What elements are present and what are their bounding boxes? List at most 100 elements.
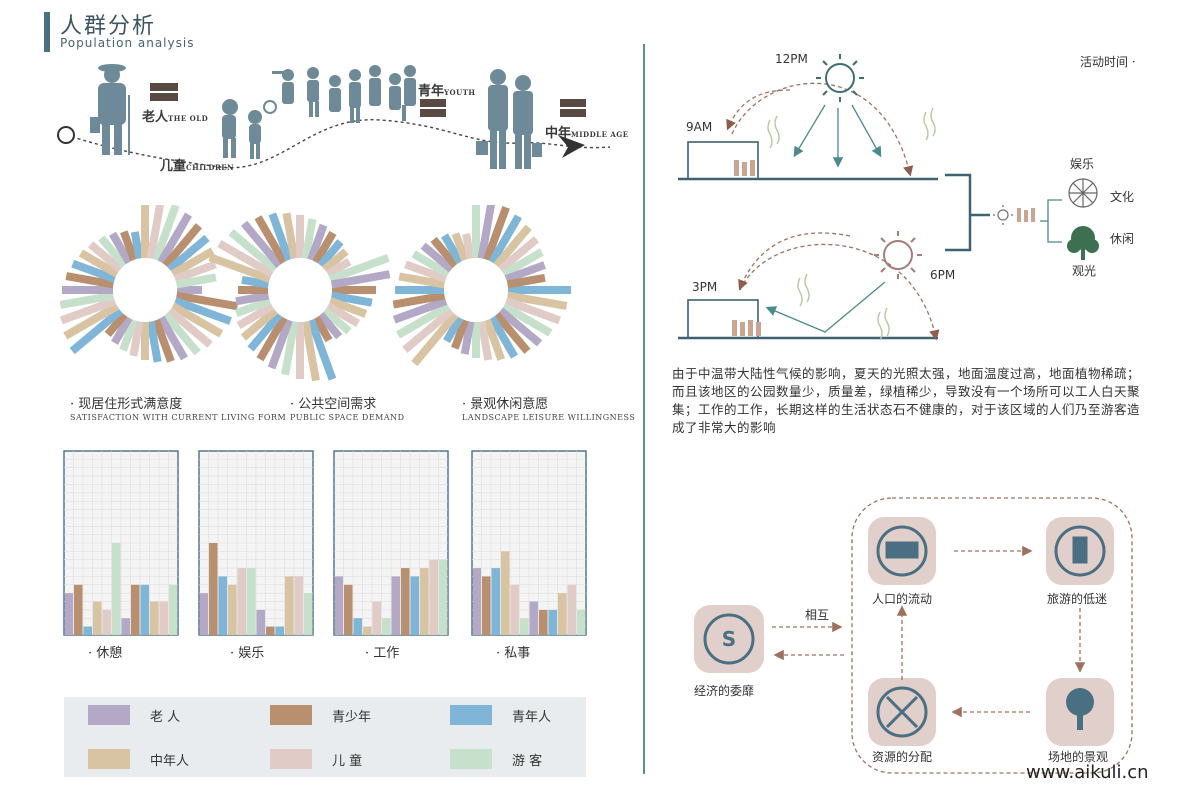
bar-mark: [529, 601, 538, 635]
group-label-youth: 青年YOUTH: [418, 84, 476, 99]
heat-wave-icon: [767, 107, 936, 149]
legend-item-teen: 青少年: [270, 705, 371, 725]
radial-spoke: [217, 240, 275, 278]
radial-spoke: [392, 297, 448, 324]
bar-mark: [510, 584, 519, 635]
bar-mark: [520, 618, 529, 635]
category-entertainment: 娱乐: [1070, 157, 1095, 171]
radial-spoke: [236, 302, 275, 329]
timeline-start-circle: [57, 126, 75, 144]
flow-node-resources: 资源的分配: [872, 750, 933, 764]
radial-spoke: [317, 239, 344, 269]
economy-icon: [703, 613, 755, 665]
flow-node-economy: 经济的委靡: [694, 684, 755, 698]
radial-spoke: [173, 260, 217, 283]
bar-caption-private: · 私事: [496, 646, 531, 661]
youth-silhouette-icon: [272, 65, 416, 123]
radial-spoke: [130, 231, 144, 260]
heat-wave-icon: [797, 273, 890, 341]
radial-spoke: [404, 260, 448, 283]
radial-spoke: [321, 248, 349, 273]
legend: 老 人 青少年 青年人 中年人 儿 童 游 客: [64, 697, 586, 777]
bar-mark: [112, 543, 121, 635]
radial-spoke: [497, 236, 540, 273]
people-icon: [734, 160, 755, 176]
radial-spoke: [60, 297, 117, 325]
radial-spoke: [282, 212, 299, 260]
radial-spoke: [256, 315, 288, 362]
radial-spoke: [488, 214, 522, 265]
radial-spoke: [477, 320, 493, 361]
radial-spoke: [504, 261, 546, 283]
radial-spoke: [330, 291, 373, 307]
category-leisure: 休闲: [1110, 232, 1135, 246]
bar-mark: [131, 584, 140, 635]
radial-spoke: [281, 320, 299, 376]
radial-spoke: [166, 234, 210, 273]
bar-panels: [63, 450, 587, 636]
radial-spoke: [325, 302, 361, 327]
cross-icon: [876, 686, 928, 738]
bar-mark: [382, 618, 391, 635]
people-count-icons: [150, 83, 586, 117]
bar-caption-entertainment: · 娱乐: [230, 646, 265, 661]
bar-mark: [74, 584, 83, 635]
group-label-old: 老人THE OLD: [142, 110, 209, 125]
radial-spoke: [307, 223, 328, 262]
radial-spoke: [317, 311, 343, 340]
watermark: www.aikuli.cn: [1026, 762, 1149, 783]
radial-spoke: [497, 307, 543, 347]
bar-mark: [209, 543, 218, 635]
radial-center: [270, 260, 330, 320]
bar-mark: [372, 601, 381, 635]
bar-mark: [237, 568, 246, 635]
radial-spoke: [88, 241, 124, 273]
radial-spoke: [146, 320, 162, 363]
radial-spoke: [398, 272, 446, 289]
radial-spoke: [69, 307, 124, 355]
legend-item-tourist: 游 客: [450, 749, 542, 769]
bar-mark: [429, 559, 438, 635]
activity-title: 活动时间 ·: [1080, 55, 1136, 69]
bar-mark: [501, 551, 510, 635]
bottle-icon: [1054, 525, 1106, 577]
bar-mark: [491, 568, 500, 635]
bar-mark: [199, 593, 208, 635]
radial-spoke: [63, 302, 120, 340]
radial-caption-3: · 景观休闲意愿: [462, 397, 549, 412]
bar-mark: [256, 609, 265, 635]
radial-spoke: [411, 250, 451, 278]
bar-mark: [548, 609, 557, 635]
radial-caption-2: · 公共空间需求: [290, 397, 377, 412]
legend-item-middle: 中年人: [88, 749, 189, 769]
legend-item-child: 儿 童: [270, 749, 362, 769]
svg-text:S: S: [722, 627, 736, 651]
radial-spoke: [396, 302, 451, 339]
radial-spoke: [175, 291, 239, 311]
bar-mark: [482, 576, 491, 635]
bracket: [945, 173, 972, 252]
radial-subcaption-1: SATISFACTION WITH CURRENT LIVING FORM: [70, 413, 287, 422]
bar-mark: [102, 609, 111, 635]
bar-caption-rest: · 休憩: [88, 646, 123, 661]
radial-spoke: [157, 212, 192, 265]
radial-spoke: [441, 233, 464, 265]
bar-mark: [121, 618, 130, 635]
small-sun-icon: [993, 205, 1013, 225]
radial-spoke: [312, 315, 333, 343]
radial-spoke: [504, 297, 562, 325]
radial-spoke: [60, 291, 115, 309]
radial-spoke: [501, 302, 553, 337]
radial-spoke: [430, 236, 459, 269]
radial-spoke: [175, 273, 217, 289]
radial-spoke: [483, 205, 510, 262]
column-divider: [643, 44, 645, 774]
legend-item-youth: 青年人: [450, 705, 551, 725]
bus-icon: [876, 525, 928, 577]
radial-spoke: [65, 272, 115, 289]
radial-spoke: [152, 318, 175, 363]
group-label-children: 儿童CHILDREN: [160, 159, 235, 174]
radial-spoke: [170, 302, 224, 338]
bar-mark: [93, 601, 102, 635]
radial-spoke: [268, 212, 293, 262]
